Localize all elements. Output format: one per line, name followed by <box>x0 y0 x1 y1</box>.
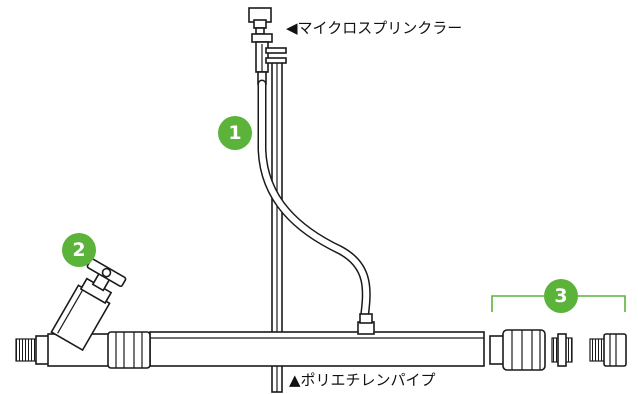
sprinkler-label: ◀マイクロスプリンクラー <box>286 19 463 37</box>
threaded-nipple <box>551 333 573 367</box>
flexible-hose <box>257 79 371 325</box>
end-coupling <box>489 329 546 371</box>
inlet-threaded-end <box>15 335 51 365</box>
end-cap-adapter <box>589 333 627 367</box>
pipe-label: ▲ポリエチレンパイプ <box>289 371 436 389</box>
filter-body <box>47 331 151 369</box>
badge-3: 3 <box>544 279 578 313</box>
badge-1: 1 <box>218 116 252 150</box>
y-filter-valve <box>50 258 127 352</box>
polyethylene-pipe <box>149 313 485 367</box>
micro-sprinkler <box>248 7 287 85</box>
badge-2: 2 <box>62 233 96 267</box>
